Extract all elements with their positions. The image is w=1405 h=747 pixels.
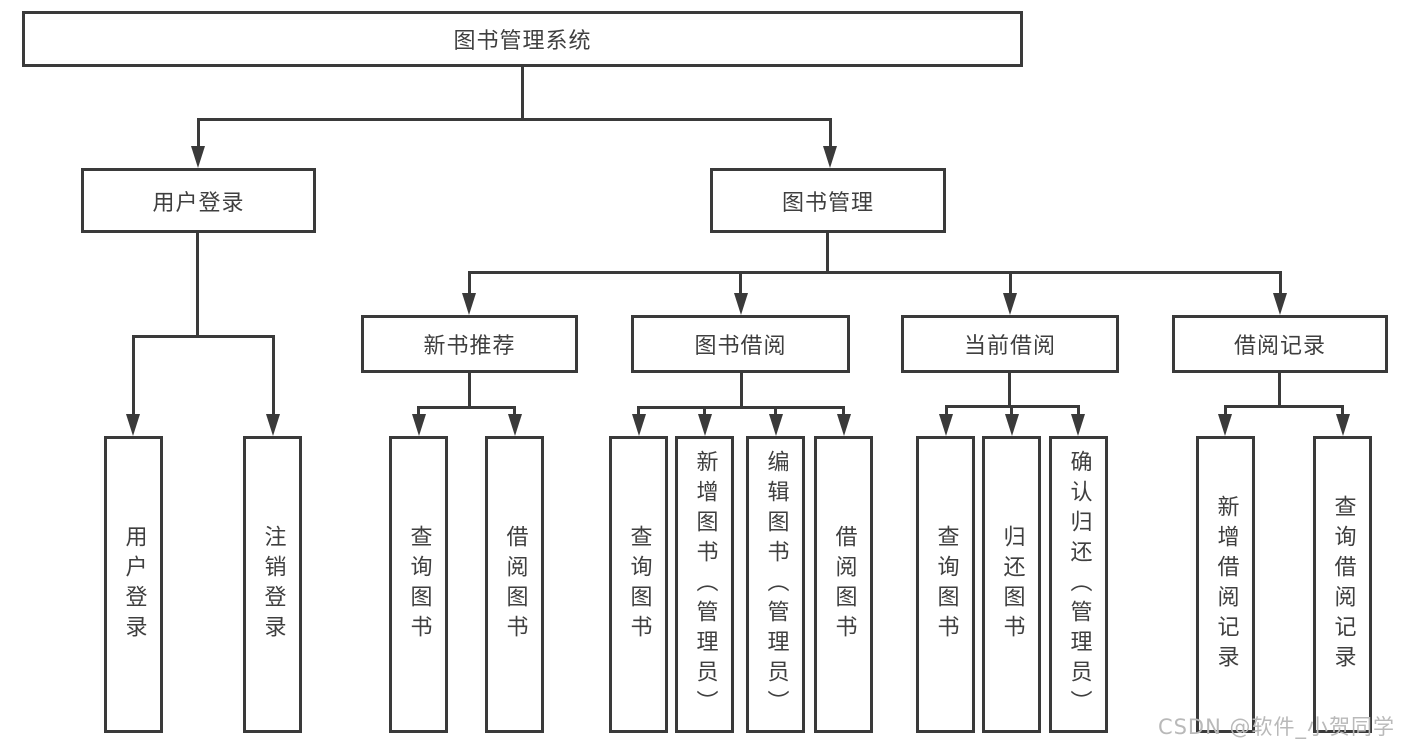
connector-root-stem	[520, 67, 524, 121]
leaf-label: 注销登录	[260, 524, 286, 645]
arrowhead-icon	[1071, 414, 1085, 436]
connector-drop	[944, 405, 948, 418]
node-book-management: 图书管理	[710, 168, 946, 233]
arrowhead-book-management-icon	[823, 146, 837, 168]
connector-drop	[1223, 405, 1227, 418]
leaf-add-borrow-record: 新增借阅记录	[1196, 436, 1255, 733]
node-user-login: 用户登录	[81, 168, 316, 233]
leaf-query-borrow-record: 查询借阅记录	[1313, 436, 1372, 733]
connector-drop	[417, 406, 420, 418]
connector-root-rail	[196, 118, 832, 121]
connector-drop	[1341, 405, 1344, 418]
leaf-label: 查询图书	[626, 524, 652, 645]
arrowhead-icon	[1218, 414, 1232, 436]
arrowhead-icon	[1335, 414, 1350, 436]
leaf-borrow-books: 借阅图书	[814, 436, 873, 733]
arrowhead-icon	[411, 414, 426, 436]
node-current-borrowing: 当前借阅	[901, 315, 1119, 373]
leaf-label: 用户登录	[121, 524, 147, 645]
leaf-label: 确认归还（管理员）	[1066, 449, 1092, 720]
arrowhead-icon	[836, 414, 851, 436]
arrowhead-icon	[507, 414, 522, 436]
arrowhead-borrowing-records-icon	[1273, 293, 1287, 315]
connector-drop-book-management	[828, 118, 832, 148]
leaf-query-books-current: 查询图书	[916, 436, 975, 733]
connector-book-borrowing-rail	[637, 406, 845, 409]
arrowhead-current-borrowing-icon	[1003, 293, 1017, 315]
arrowhead-user-login-icon	[191, 146, 205, 168]
leaf-user-login: 用户登录	[104, 436, 163, 733]
arrowhead-icon	[939, 414, 953, 436]
csdn-watermark: CSDN @软件_小贺同学	[1157, 715, 1395, 739]
connector-drop	[513, 406, 516, 418]
connector-drop-book-borrowing	[739, 271, 742, 295]
leaf-label: 借阅图书	[502, 524, 528, 645]
connector-drop	[1076, 405, 1080, 418]
arrowhead-icon	[1004, 414, 1019, 436]
connector-book-borrowing-stem	[739, 373, 743, 409]
arrowhead-leaf-logout-icon	[266, 414, 280, 436]
leaf-return-books: 归还图书	[982, 436, 1041, 733]
leaf-borrow-books-recommend: 借阅图书	[485, 436, 544, 733]
connector-drop-user-login	[196, 118, 200, 148]
leaf-label: 查询借阅记录	[1330, 494, 1356, 675]
connector-drop	[1010, 405, 1013, 418]
leaf-query-books-recommend: 查询图书	[389, 436, 448, 733]
connector-user-login-stem	[196, 233, 199, 338]
node-book-borrowing: 图书借阅	[631, 315, 850, 373]
arrowhead-icon	[697, 414, 712, 436]
connector-drop-borrowing-records	[1278, 271, 1282, 295]
connector-drop-current-borrowing	[1008, 271, 1012, 295]
leaf-edit-books-admin: 编辑图书（管理员）	[746, 436, 805, 733]
connector-drop-new-book-recommend	[467, 271, 471, 295]
leaf-label: 新增图书（管理员）	[692, 449, 718, 720]
leaf-logout: 注销登录	[243, 436, 302, 733]
leaf-add-books-admin: 新增图书（管理员）	[675, 436, 734, 733]
connector-drop-leaf-logout	[271, 335, 275, 416]
leaf-label: 查询图书	[933, 524, 959, 645]
connector-drop	[637, 406, 640, 418]
connector-current-borrowing-stem	[1008, 373, 1011, 408]
connector-new-book-recommend-rail	[417, 406, 516, 409]
leaf-label: 编辑图书（管理员）	[763, 449, 789, 720]
connector-drop	[774, 406, 777, 418]
connector-borrowing-records-stem	[1278, 373, 1281, 408]
leaf-label: 借阅图书	[831, 524, 857, 645]
connector-drop-leaf-login	[131, 335, 135, 416]
leaf-label: 新增借阅记录	[1213, 494, 1239, 675]
node-new-book-recommend: 新书推荐	[361, 315, 578, 373]
connector-user-login-rail	[131, 335, 275, 338]
arrowhead-icon	[631, 414, 646, 436]
connector-drop	[842, 406, 845, 418]
arrowhead-book-borrowing-icon	[733, 293, 748, 315]
node-borrowing-records: 借阅记录	[1172, 315, 1388, 373]
leaf-label: 归还图书	[999, 524, 1025, 645]
connector-book-management-stem	[826, 233, 829, 274]
leaf-label: 查询图书	[406, 524, 432, 645]
arrowhead-new-book-recommend-icon	[462, 293, 476, 315]
connector-book-management-rail	[467, 271, 1282, 274]
connector-drop	[703, 406, 706, 418]
leaf-confirm-return-admin: 确认归还（管理员）	[1049, 436, 1108, 733]
leaf-query-books-borrowing: 查询图书	[609, 436, 668, 733]
connector-new-book-recommend-stem	[468, 373, 471, 409]
arrowhead-icon	[768, 414, 783, 436]
connector-borrowing-records-rail	[1223, 405, 1344, 408]
arrowhead-leaf-login-icon	[126, 414, 140, 436]
node-root: 图书管理系统	[22, 11, 1023, 67]
